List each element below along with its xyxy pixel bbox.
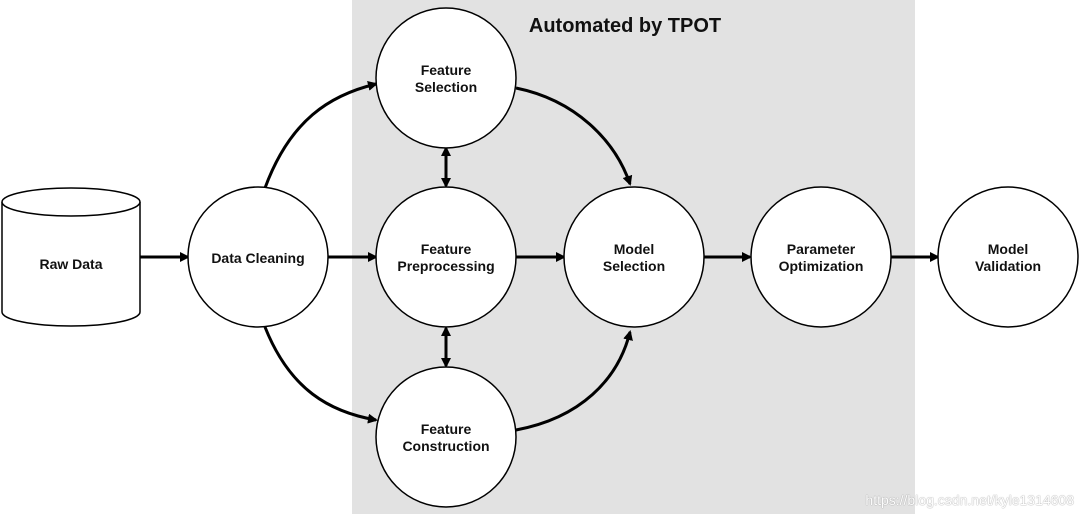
raw-data-node: Raw Data: [1, 187, 141, 327]
arrow-cleaning-to-construction: [263, 326, 378, 424]
automated-region-title: Automated by TPOT: [529, 15, 721, 37]
feature-preprocessing-label-line1: Feature: [421, 241, 472, 257]
model-validation-label-line2: Validation: [975, 258, 1041, 274]
parameter-optimization-label-line2: Optimization: [779, 258, 864, 274]
model-selection-label-line1: Model: [614, 241, 654, 257]
connectors: [140, 81, 940, 432]
arrow-construction-to-model-selection: [515, 330, 633, 432]
arrow-selection-to-model-selection: [515, 86, 633, 186]
model-selection-label-line2: Selection: [603, 258, 665, 274]
feature-construction-label-line1: Feature: [421, 421, 472, 437]
watermark: https://blog.csdn.net/kyle1314608: [865, 492, 1074, 508]
data-cleaning-node: Data Cleaning: [187, 186, 329, 328]
feature-selection-label-line1: Feature: [421, 62, 472, 78]
model-validation-node: Model Validation: [937, 186, 1079, 328]
feature-preprocessing-node: Feature Preprocessing: [375, 186, 517, 328]
data-cleaning-label: Data Cleaning: [211, 250, 304, 266]
parameter-optimization-label-line1: Parameter: [787, 241, 856, 257]
feature-construction-label-line2: Construction: [402, 438, 489, 454]
parameter-optimization-node: Parameter Optimization: [750, 186, 892, 328]
raw-data-label: Raw Data: [39, 256, 102, 272]
arrow-cleaning-to-selection: [263, 81, 378, 189]
feature-selection-node: Feature Selection: [375, 7, 517, 149]
model-validation-label-line1: Model: [988, 241, 1028, 257]
feature-preprocessing-label-line2: Preprocessing: [397, 258, 494, 274]
feature-selection-label-line2: Selection: [415, 79, 477, 95]
feature-construction-node: Feature Construction: [375, 366, 517, 508]
model-selection-node: Model Selection: [563, 186, 705, 328]
